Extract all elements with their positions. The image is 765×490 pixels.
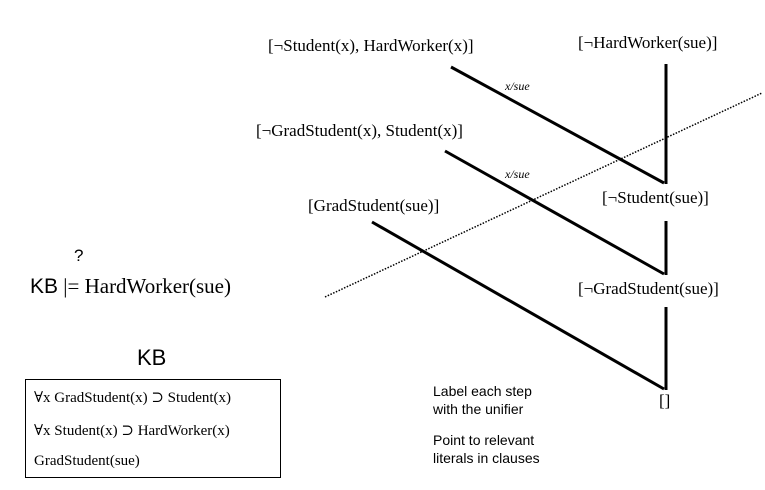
note-label-steps: Label each step with the unifier (433, 382, 532, 418)
resolvent-not-student-sue: [¬Student(sue)] (600, 188, 711, 208)
kb-sentence-3: GradStudent(sue) (34, 453, 140, 469)
note-line-3: Point to relevant (433, 432, 535, 448)
clause-not-hardworker-sue: [¬HardWorker(sue)] (578, 33, 718, 52)
kb-sentence-1: ∀x GradStudent(x) ⊃ Student(x) (34, 390, 232, 406)
note-line-1: Label each step (433, 383, 532, 399)
empty-clause: [] (659, 391, 671, 410)
clause-gradstudent-sue: [GradStudent(sue)] (308, 196, 440, 215)
edge-c3-to-r2 (444, 149, 665, 276)
query-line: KB |= HardWorker(sue) (30, 274, 231, 299)
unifier-label-2: x/sue (505, 167, 530, 181)
query-kb: KB (30, 275, 59, 298)
resolvent-not-gradstudent-sue: [¬GradStudent(sue)] (578, 279, 719, 298)
kb-sentence-2: ∀x Student(x) ⊃ HardWorker(x) (34, 423, 230, 439)
edge-c4-to-r3 (371, 220, 665, 391)
dotted-divider-line (324, 92, 763, 298)
note-line-4: literals in clauses (433, 450, 540, 466)
entails-symbol: |= (63, 274, 80, 298)
question-mark: ? (74, 246, 84, 265)
note-point-literals: Point to relevant literals in clauses (433, 431, 540, 467)
edge-c1-to-r1 (450, 65, 665, 185)
clause-not-gradstudent-or-student: [¬GradStudent(x), Student(x)] (256, 121, 463, 140)
note-line-2: with the unifier (433, 401, 524, 417)
clause-not-student-or-hardworker: [¬Student(x), HardWorker(x)] (268, 36, 474, 55)
unifier-label-1: x/sue (505, 79, 530, 93)
query-goal: HardWorker(sue) (84, 274, 231, 298)
kb-box: ∀x GradStudent(x) ⊃ Student(x) ∀x Studen… (25, 379, 281, 478)
kb-title: KB (137, 345, 167, 370)
